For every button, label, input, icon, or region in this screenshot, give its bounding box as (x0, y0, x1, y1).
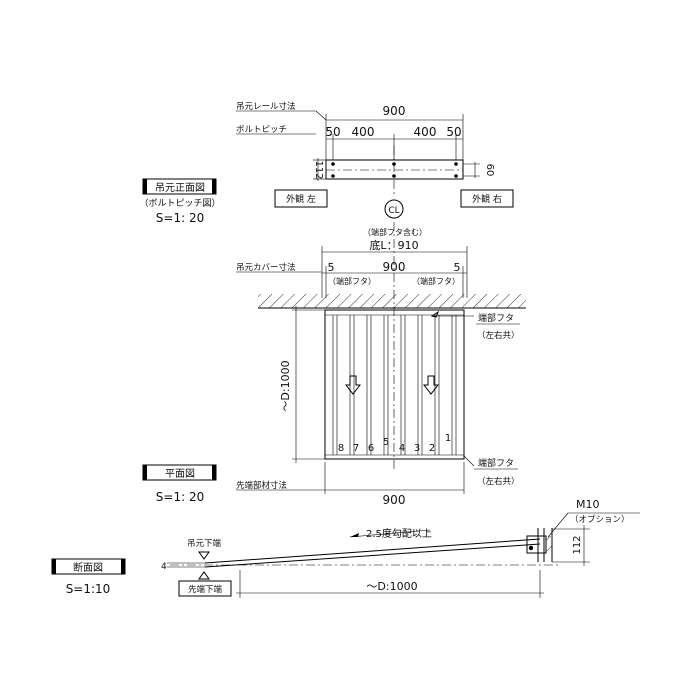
both-sides-bottom-label: （左右共） (477, 476, 520, 487)
pitch-400-right: 400 (414, 125, 437, 139)
exterior-right-label: 外観 右 (472, 193, 502, 205)
rail-dim-label: 吊元レール寸法 (236, 101, 296, 112)
cover-5-right: 5 (454, 261, 461, 274)
section-depth-dim: ～D:1000 (366, 580, 417, 593)
plan-view-scale: S=1: 20 (156, 490, 204, 504)
front-view-subtitle: （ボルトピッチ図） (139, 198, 220, 209)
section-view-title: 断面図 (73, 561, 103, 574)
height-60-dim: 60 (484, 164, 495, 177)
bolt-hole (392, 162, 396, 166)
level-triangle-icon (198, 551, 210, 560)
slat-number: 1 (445, 433, 451, 444)
pitch-50-left: 50 (325, 125, 340, 139)
option-label: （オプション） (570, 514, 630, 525)
height-112-dim: 112 (313, 160, 324, 179)
slat-number: 4 (399, 443, 405, 454)
slat-number: 2 (429, 443, 435, 454)
plan-view-title: 平面図 (165, 468, 195, 480)
rail-width-dim: 900 (383, 104, 406, 118)
level-triangle-icon (198, 571, 210, 580)
front-view: 吊元レール寸法 ボルトピッチ 900 50 400 400 50 (139, 101, 514, 225)
tip-low-label: 先端下端 (188, 584, 223, 595)
cover-dim-label: 吊元カバー寸法 (236, 262, 296, 273)
bolt-hole (454, 162, 458, 166)
section-view: M10 （オプション） 112 2.5度勾配以上 吊元下端 先端下端 4 ～D:… (51, 498, 640, 598)
bolt-hole (331, 162, 335, 166)
section-view-scale: S=1:10 (66, 582, 111, 596)
tip-dim-label: 先端部材寸法 (236, 480, 287, 491)
pitch-50-right: 50 (446, 125, 461, 139)
front-view-scale: S=1: 20 (156, 211, 204, 225)
both-sides-top-label: （左右共） (477, 330, 520, 341)
cover-5-left: 5 (328, 261, 335, 274)
section-height-dim: 112 (572, 535, 583, 554)
end-cap-left-label: （端部フタ） (328, 276, 376, 286)
cover-900: 900 (383, 260, 406, 274)
plan-depth-dim: ～D:1000 (279, 360, 292, 411)
end-cap-top-label: 端部フタ (478, 312, 514, 324)
bolt-pitch-label: ボルトピッチ (236, 125, 287, 135)
pitch-400-left: 400 (352, 125, 375, 139)
hinge-low-label: 吊元下端 (187, 538, 222, 549)
offset-dim: 4 (161, 562, 167, 572)
end-cap-right-label: （端部フタ） (412, 276, 460, 286)
slat-number: 8 (338, 443, 344, 454)
end-cap-bottom-label: 端部フタ (478, 457, 514, 469)
plan-view: （端部フタ含む） 底L：910 吊元カバー寸法 5 900 5 （端部フタ） （… (142, 222, 526, 507)
centerline-mark: CL (388, 206, 399, 216)
end-cap-note: （端部フタ含む） (363, 227, 427, 237)
slat-number: 6 (368, 443, 374, 454)
bolt-hole (392, 174, 396, 178)
down-arrow-icon (344, 375, 362, 395)
slat-number: 7 (353, 443, 359, 454)
tip-width-dim: 900 (383, 493, 406, 507)
bolt-hole (331, 174, 335, 178)
centerline-symbol (384, 199, 404, 219)
exterior-left-label: 外観 左 (286, 193, 316, 205)
slope-label: 2.5度勾配以上 (366, 527, 432, 540)
bolt-label: M10 (576, 498, 600, 511)
slat-number: 3 (414, 443, 420, 454)
down-arrow-icon (422, 375, 440, 395)
hinge-bracket (526, 528, 553, 562)
slat-number: 5 (383, 437, 389, 448)
front-view-title: 吊元正面図 (155, 182, 205, 194)
bolt-hole (454, 174, 458, 178)
